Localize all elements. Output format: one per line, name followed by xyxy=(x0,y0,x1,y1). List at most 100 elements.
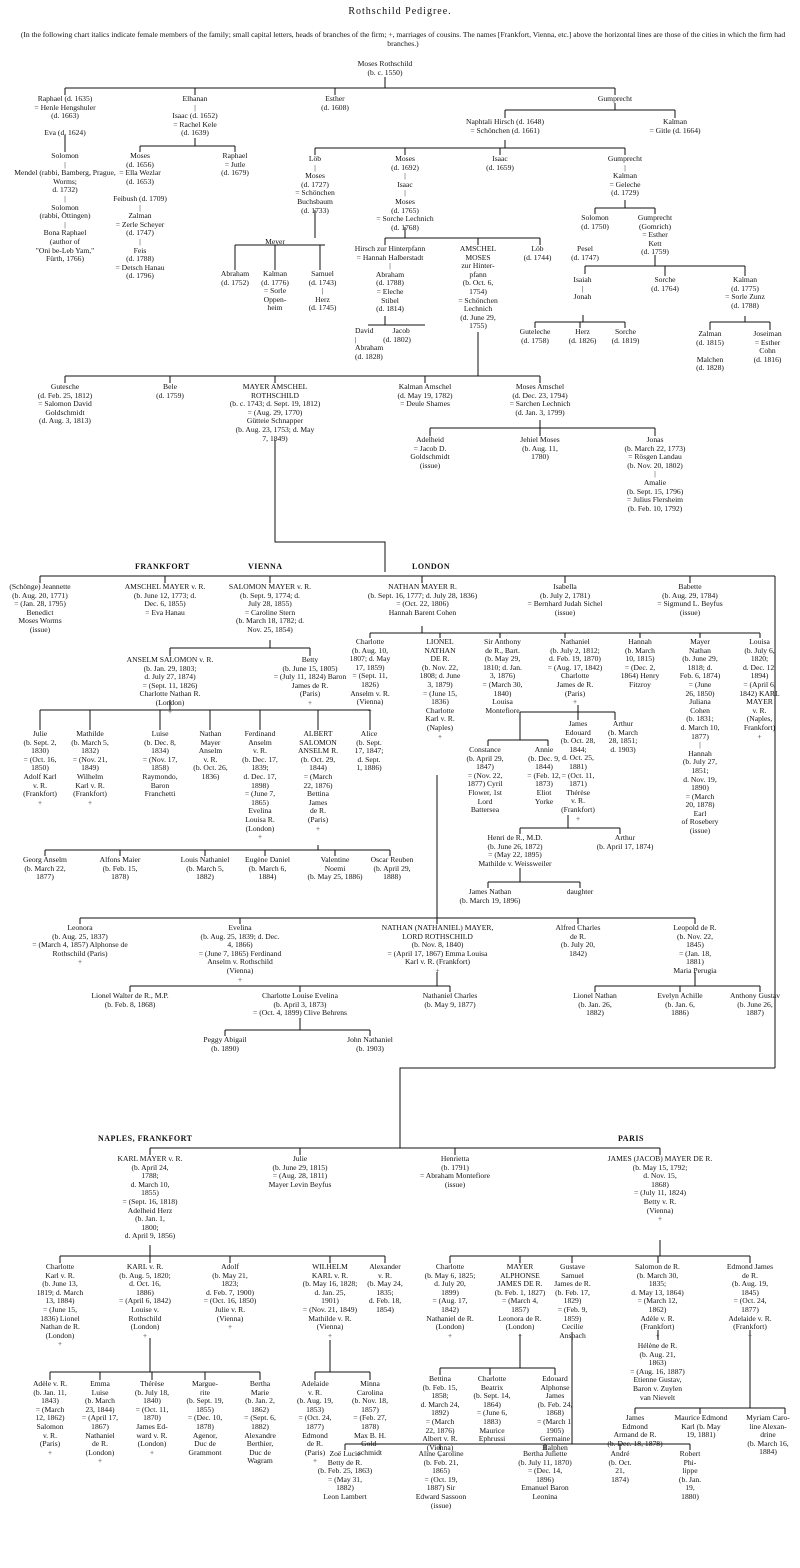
person-alfred-charles: Alfred Charles de R. (b. July 20, 1842) xyxy=(555,923,601,958)
person-lionel-nathan: LIONEL NATHAN DE R. (b. Nov. 22, 1808; d… xyxy=(419,637,461,741)
person-moses-amschel: Moses Amschel (d. Dec. 23, 1794) = Sarch… xyxy=(509,382,571,417)
person-sorche-1819: Sorche (d. 1819) xyxy=(611,327,640,345)
person-jeannette: (Schönge) Jeannette (b. Aug. 20, 1771) =… xyxy=(9,582,71,634)
person-alfons-maier: Alfons Maier (b. Feb. 15, 1878) xyxy=(99,855,141,882)
person-edmond-james: Edmond James de R. (b. Aug. 19, 1845) = … xyxy=(726,1262,774,1340)
person-sir-anthony: Sir Anthony de R., Bart. (b. May 29, 181… xyxy=(482,637,523,715)
person-charlotte-1825: Charlotte (b. May 6, 1825; d. July 20, 1… xyxy=(424,1262,476,1340)
person-nathan-mayer: NATHAN MAYER R. (b. Sept. 16, 1777; d. J… xyxy=(367,582,478,617)
person-salomon-mayer: SALOMON MAYER v. R. (b. Sept. 9, 1774; d… xyxy=(228,582,312,634)
person-lob: Löb | Moses (d. 1727) = Schönchen Buchsb… xyxy=(295,154,335,215)
person-elhanan: Elhanan | Isaac (d. 1652) = Rachel Kele … xyxy=(172,94,218,138)
person-daughter: daughter xyxy=(566,887,594,896)
person-leopold: Leopold de R. (b. Nov. 22, 1845) = (Jan.… xyxy=(673,923,717,975)
person-james-nathan: James Nathan (b. March 19, 1896) xyxy=(459,887,521,905)
person-myriam: Myriam Caro- line Alexan- drine (b. Marc… xyxy=(746,1413,790,1457)
intro-note: (In the following chart italics indicate… xyxy=(20,30,786,48)
person-alice: Alice (b. Sept. 17, 1847; d. Sept. 1, 18… xyxy=(354,729,384,773)
person-jonas: Jonas (b. March 22, 1773) = Rösgen Landa… xyxy=(624,435,686,513)
person-anselm-salomon: ANSELM SALOMON v. R. (b. Jan. 29, 1803; … xyxy=(126,655,214,716)
person-gutesche: Gutesche (d. Feb. 25, 1812) = Salomon Da… xyxy=(37,382,93,426)
person-wilhelm-karl: WILHELM KARL v. R. (b. May 16, 1828; d. … xyxy=(302,1262,358,1340)
person-zoe-lucie: Zoë Lucie Betty de R. (b. Feb. 25, 1863)… xyxy=(317,1449,373,1501)
person-evelyn-achille: Evelyn Achille (b. Jan. 6, 1886) xyxy=(657,991,703,1018)
person-gumprecht-2: Gumprecht | Kalman = Geleche (d. 1729) xyxy=(607,154,643,198)
page-title: Rothschild Pedigree. xyxy=(348,6,452,17)
person-solomon-line: Solomon | Mendel (rabbi, Bamberg, Prague… xyxy=(14,151,116,264)
person-robert-philippe: Robert Phi- lippe (b. Jan. 19, 1880) xyxy=(678,1449,702,1501)
person-gumprecht-gomrich: Gumprecht (Gomrich) = Esther Kett (d. 17… xyxy=(637,213,673,257)
person-aline-caroline: Aline Caroline (b. Feb. 21, 1865) = (Oct… xyxy=(415,1449,467,1510)
person-nathan-mayer-anselm: Nathan Mayer Anselm v. R. (b. Oct. 26, 1… xyxy=(193,729,228,781)
section-naples-frankfort: NAPLES, FRANKFORT xyxy=(98,1134,193,1143)
person-esther: Esther (d. 1608) xyxy=(321,94,349,112)
person-hannah-1815: Hannah (b. March 10, 1815) = (Dec. 2, 18… xyxy=(620,637,660,689)
person-karl-mayer: KARL MAYER v. R. (b. April 24, 1788; d. … xyxy=(117,1154,183,1241)
person-raphael-1679: Raphael = Jutle (d. 1679) xyxy=(221,151,249,178)
person-adele: Adèle v. R. (b. Jan. 11, 1843) = (March … xyxy=(32,1379,68,1457)
person-kalman-1776: Kalman (d. 1776) = Sorle Oppen- heim xyxy=(261,269,289,313)
person-julie-1790: Julie (b. June 29, 1815) = (Aug. 28, 181… xyxy=(268,1154,332,1189)
person-evelina: Evelina (b. Aug. 25, 1839; d. Dec. 4, 18… xyxy=(198,923,282,984)
person-lionel-walter: Lionel Walter de R., M.P. (b. Feb. 8, 18… xyxy=(91,991,169,1009)
person-raphael: Raphael (d. 1635) = Henle Hengshuler (d.… xyxy=(34,94,96,138)
person-david-jacob: David Jacob | (d. 1802) Abraham (d. 1828… xyxy=(355,326,411,361)
person-moses-1656: Moses (d. 1656) = Ella Wezlar (d. 1653) … xyxy=(113,151,167,281)
person-edouard-alphonse: Edouard Alphonse James (b. Feb. 24, 1868… xyxy=(536,1374,574,1452)
person-lionel-nathan-1882: Lionel Nathan (b. Jan. 26, 1882) xyxy=(573,991,617,1018)
person-karl-v-r: KARL v. R. (b. Aug. 5, 1820; d. Oct. 16,… xyxy=(119,1262,171,1340)
person-annie: Annie (b. Dec. 9, 1844) = (Feb. 12, 1873… xyxy=(527,745,561,806)
person-emma-luise: Emma Luise (b. March 23, 1844) = (April … xyxy=(81,1379,119,1466)
person-andre: André (b. Oct. 21, 1874) xyxy=(608,1449,632,1484)
person-zalman: Zalman (d. 1815) Malchen (d. 1828) xyxy=(696,329,724,373)
person-samuel-1743: Samuel (d. 1743) | Herz (d. 1745) xyxy=(308,269,337,313)
person-solomon-1750: Solomon (d. 1750) xyxy=(581,213,609,231)
person-gumprecht: Gumprecht xyxy=(597,94,633,103)
person-albert: ALBERT SALOMON ANSELM R. (b. Oct. 29, 18… xyxy=(297,729,339,833)
person-jehiel-moses: Jehiel Moses (b. Aug. 11, 1780) xyxy=(520,435,560,462)
person-georg-anselm: Georg Anselm (b. March 22, 1877) xyxy=(23,855,67,882)
person-salomon-de-r: Salomon de R. (b. March 30, 1835; d. May… xyxy=(631,1262,684,1340)
person-hirsch: Hirsch zur Hinterpfann = Hannah Halberst… xyxy=(354,244,426,314)
person-adelaide: Adelaide v. R. (b. Aug. 19, 1853) = (Oct… xyxy=(296,1379,334,1466)
person-mayer-alphonse: MAYER ALPHONSE JAMES DE R. (b. Feb. 1, 1… xyxy=(494,1262,546,1340)
person-nathaniel-1812: Nathaniel (b. July 2, 1812; d. Feb. 19, … xyxy=(547,637,603,707)
person-adelheid: Adelheid = Jacob D. Goldschmidt (issue) xyxy=(410,435,450,470)
person-helene: Hélène de R. (b. Aug. 21, 1863) = (Aug. … xyxy=(630,1341,685,1402)
person-mayer-nathan: Mayer Nathan (b. June 29, 1818; d. Feb. … xyxy=(679,637,721,836)
person-valentine-noemi: Valentine Noemi (b. May 25, 1886) xyxy=(307,855,363,882)
person-bettina: Bettina (b. Feb. 15, 1858; d. March 24, … xyxy=(420,1374,460,1461)
person-adolf: Adolf (b. May 21, 1823; d. Feb. 7, 1900)… xyxy=(203,1262,257,1332)
person-isaac-1659: Isaac (d. 1659) xyxy=(486,154,514,172)
person-charlotte-beatrix: Charlotte Beatrix (b. Sept. 14, 1864) = … xyxy=(473,1374,511,1444)
person-moses-rothschild: Moses Rothschild (b. c. 1550) xyxy=(357,59,413,77)
person-betty: Betty (b. June 15, 1805) = (July 11, 182… xyxy=(273,655,347,707)
person-oscar-reuben: Oscar Reuben (b. April 29, 1888) xyxy=(370,855,414,882)
person-marguerite: Margue- rite (b. Sept. 19, 1855) = (Dec.… xyxy=(186,1379,224,1457)
person-james-edouard: James Edouard (b. Oct. 28, 1844; d. Oct.… xyxy=(560,719,596,823)
person-mayer-amschel-rothschild: MAYER AMSCHEL ROTHSCHILD (b. c. 1743; d.… xyxy=(229,382,321,443)
person-arthur-1874: Arthur (b. April 17, 1874) xyxy=(596,833,654,851)
person-naphtali-hirsch: Naphtali Hirsch (d. 1648) = Schönchen (d… xyxy=(465,117,545,135)
person-james-edmond: James Edmond Armand de R. (b. Dec. 18, 1… xyxy=(607,1413,663,1448)
person-bertha-juliette: Bertha Juliette (b. July 11, 1870) = (De… xyxy=(518,1449,572,1501)
person-nathan-lord-rothschild: NATHAN (NATHANIEL) MAYER, LORD ROTHSCHIL… xyxy=(381,923,494,975)
person-peggy-abigail: Peggy Abigail (b. 1890) xyxy=(203,1035,247,1053)
person-leonora: Leonora (b. Aug. 25, 1837) = (March 4, 1… xyxy=(32,923,128,967)
person-abraham-1752: Abraham (d. 1752) xyxy=(220,269,250,287)
person-ferdinand: Ferdinand Anselm v. R. (b. Dec. 17, 1839… xyxy=(242,729,278,842)
person-kalman-1664: Kalman = Gitle (d. 1664) xyxy=(649,117,701,135)
person-arthur-1851: Arthur (b. March 28, 1851; d. 1903) xyxy=(608,719,638,754)
person-meyer: Meyer xyxy=(265,237,285,246)
person-babette: Babette (b. Aug. 29, 1784) = Sigmund L. … xyxy=(657,582,723,617)
person-anthony-gustav: Anthony Gustav (b. June 26, 1887) xyxy=(730,991,780,1018)
person-gustave-samuel: Gustave Samuel James de R. (b. Feb. 17, … xyxy=(554,1262,591,1340)
person-luise: Luise (b. Dec. 8, 1834) = (Nov. 17, 1858… xyxy=(142,729,178,799)
section-frankfort: FRANKFORT xyxy=(135,562,190,571)
person-louis-nathaniel: Louis Nathaniel (b. March 5, 1882) xyxy=(180,855,230,882)
person-minna-carolina: Minna Carolina (b. Nov. 18, 1857) = (Feb… xyxy=(352,1379,388,1457)
person-mathilde: Mathilde (b. March 5, 1832) = (Nov. 21, … xyxy=(71,729,109,807)
section-vienna: VIENNA xyxy=(248,562,283,571)
person-james-mayer-de-r: JAMES (JACOB) MAYER DE R. (b. May 15, 17… xyxy=(607,1154,713,1224)
